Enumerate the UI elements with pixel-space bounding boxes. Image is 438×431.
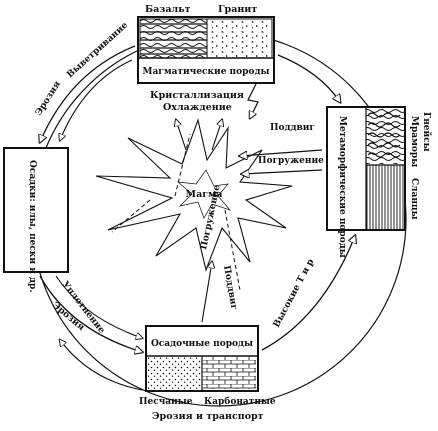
sediments-title: Осадки: илы, пески и др.: [27, 160, 37, 292]
granite-label: Гранит: [218, 4, 257, 15]
sedimentary-rocks-box: Осадочные породы: [145, 325, 259, 392]
sandy-label: Песчаные: [139, 397, 193, 407]
label-uplift-center: Поддвиг: [221, 265, 239, 311]
label-erosion-top: Эрозия: [34, 79, 63, 117]
igneous-rocks-box: Магматические породы: [137, 16, 275, 84]
dashed-flow-up: [174, 133, 191, 197]
sedimentary-title: Осадочные породы: [151, 339, 253, 349]
sediments-box: Осадки: илы, пески и др.: [3, 147, 69, 292]
arrow-sediments-to-sedimentary: [39, 275, 142, 352]
arrow-metamorphic-to-magma-2: [242, 170, 323, 174]
arrow-magma-up-left: [176, 120, 187, 151]
arrow-sediments-to-sedimentary-2: [55, 275, 142, 338]
arrow-sedimentary-to-metamorphic: [261, 236, 355, 351]
arrow-igneous-to-sediments: [40, 45, 136, 142]
label-pressure-temp: Высокие Т и р: [272, 258, 317, 330]
label-cooling: Охлаждение: [163, 102, 232, 113]
label-subsidence-right: Погружение: [258, 156, 324, 166]
label-weathering: Выветривание: [65, 20, 130, 80]
metamorphic-title: Метаморфические породы: [337, 116, 347, 258]
metamorphic-rocks-box: Метаморфические породы: [326, 106, 406, 258]
gneiss-label: Гнейсы: [421, 112, 432, 152]
schist-label: Сланцы: [409, 178, 419, 220]
dashed-flow-left: [111, 199, 151, 233]
arrow-bottom-transport: [60, 340, 143, 391]
arrow-igneous-to-metamorphic: [277, 54, 340, 102]
label-crystallization: Кристаллизация: [150, 90, 244, 101]
arrow-magma-up-right: [211, 120, 222, 151]
arrow-sedimentary-to-magma: [201, 262, 212, 323]
marble-label: Мраморы: [409, 116, 419, 167]
magma-burst: Магма: [95, 118, 293, 272]
igneous-title: Магматические породы: [143, 67, 270, 77]
arrow-weathering-double: [60, 59, 133, 140]
arrow-metamorphic-to-magma: [240, 149, 323, 156]
magma-label: Магма: [186, 189, 223, 200]
arrow-lightning: [247, 83, 259, 118]
basalt-label: Базальт: [145, 4, 191, 15]
carbonate-label: Карбонатные: [204, 396, 276, 407]
label-uplift-right: Поддвиг: [270, 123, 315, 133]
label-erosion-transport: Эрозия и транспорт: [152, 411, 264, 422]
